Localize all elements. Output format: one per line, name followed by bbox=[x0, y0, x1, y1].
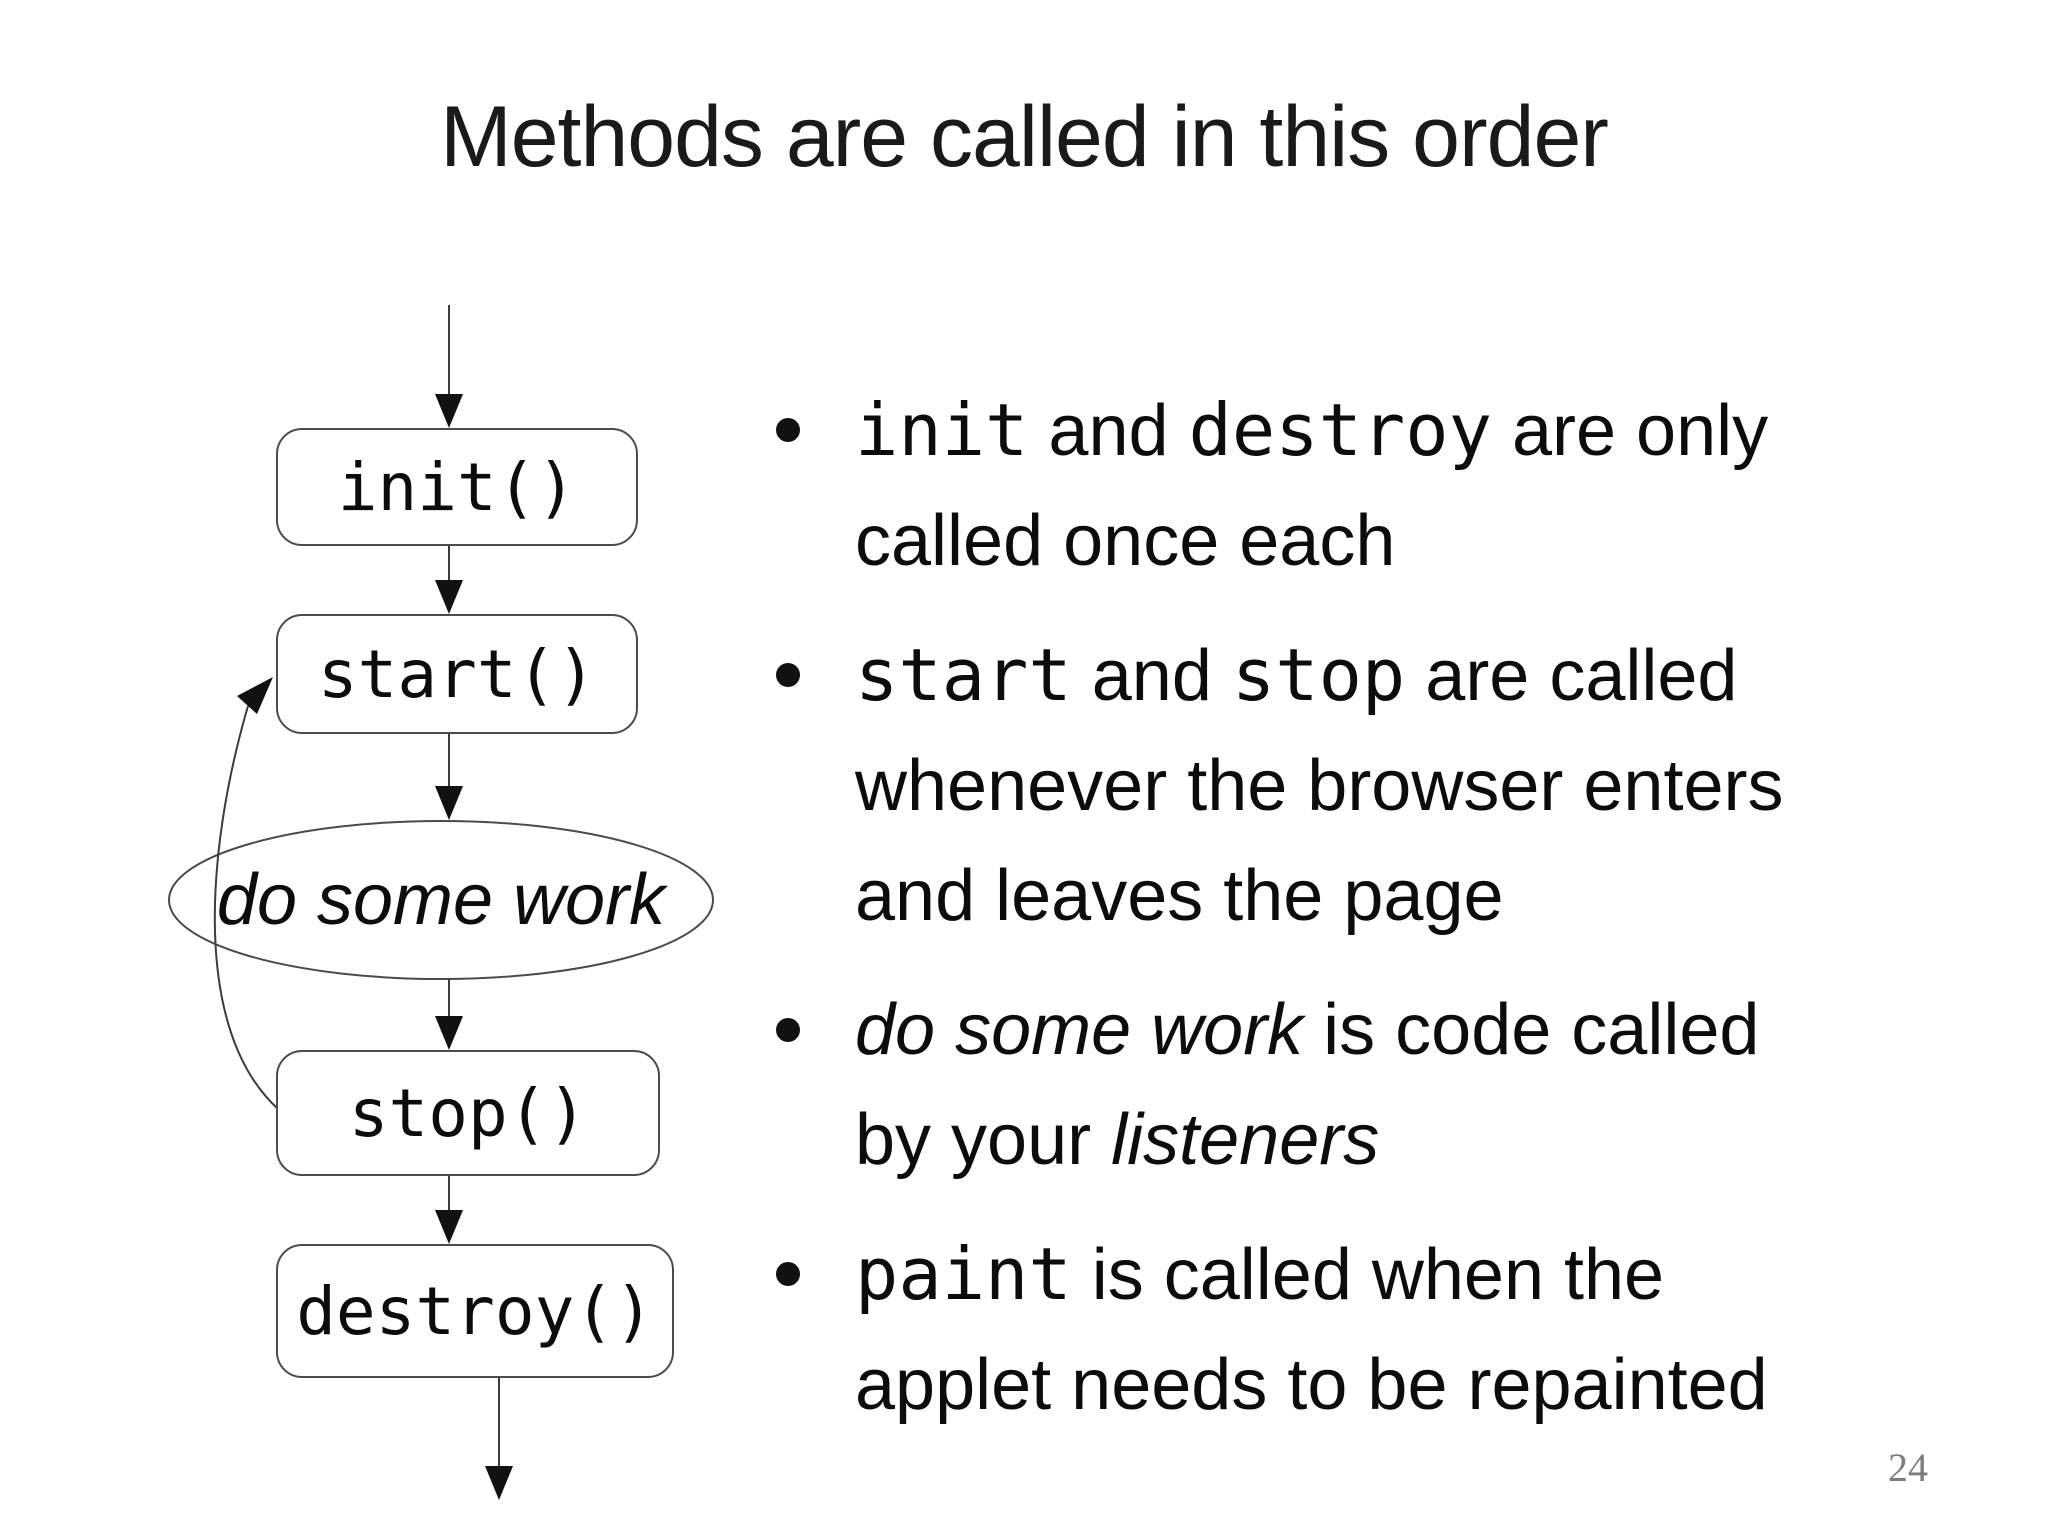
flowchart-node-destroy: destroy() bbox=[276, 1244, 674, 1378]
arrow-work-to-stop bbox=[435, 979, 463, 1050]
bullet-text: start and stop are called whenever the b… bbox=[855, 633, 1784, 936]
arrow-start-to-work bbox=[435, 734, 463, 820]
bullet-item: paint is called when the applet needs to… bbox=[776, 1219, 1840, 1440]
arrow-stop-to-destroy bbox=[435, 1176, 463, 1244]
slide-title: Methods are called in this order bbox=[440, 89, 1609, 185]
arrow-loop-stop-to-start bbox=[213, 677, 279, 1110]
bullet-text: init and destroy are only called once ea… bbox=[855, 388, 1769, 581]
arrow-destroy-to-exit bbox=[485, 1378, 513, 1500]
bullet-icon bbox=[776, 1018, 800, 1042]
bullet-icon bbox=[776, 663, 800, 687]
arrow-init-to-start bbox=[435, 546, 463, 614]
bullet-item: start and stop are called whenever the b… bbox=[776, 620, 1840, 951]
flowchart-node-init: init() bbox=[276, 428, 638, 546]
bullet-icon bbox=[776, 418, 800, 442]
flowchart-node-work: do some work bbox=[168, 820, 714, 980]
bullet-text: do some work is code called by your list… bbox=[855, 990, 1760, 1180]
bullet-item: init and destroy are only called once ea… bbox=[776, 375, 1840, 596]
flowchart-node-work-label: do some work bbox=[217, 860, 669, 940]
page-number: 24 bbox=[1888, 1445, 1928, 1490]
flowchart-node-stop: stop() bbox=[276, 1050, 660, 1176]
arrow-entry-to-init bbox=[435, 305, 463, 428]
bullet-icon bbox=[776, 1262, 800, 1286]
bullet-item: do some work is code called by your list… bbox=[776, 975, 1840, 1195]
bullet-list: init and destroy are only called once ea… bbox=[776, 375, 1840, 1464]
bullet-text: paint is called when the applet needs to… bbox=[855, 1232, 1768, 1425]
flowchart-node-start: start() bbox=[276, 614, 638, 734]
